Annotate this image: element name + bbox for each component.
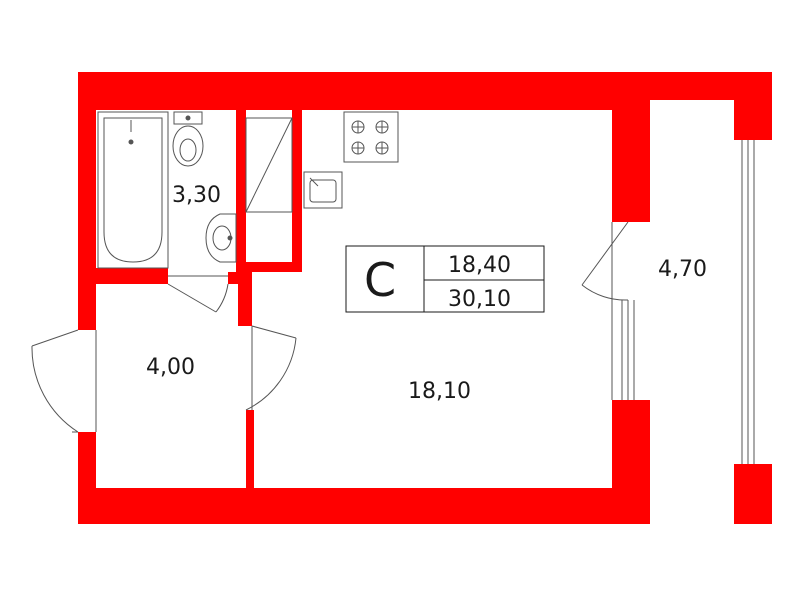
washbasin xyxy=(205,213,237,263)
bathroom-area-label: 3,30 xyxy=(172,183,221,208)
living-area-value: 18,40 xyxy=(448,253,511,278)
wall-partition-lower xyxy=(246,410,254,494)
room-door xyxy=(245,325,297,411)
wall-left-lower xyxy=(78,432,96,494)
apartment-badge: С 18,40 30,10 xyxy=(345,245,545,313)
ventilation-shaft xyxy=(245,117,293,213)
wall-bottom xyxy=(78,488,650,524)
total-area-value: 30,10 xyxy=(448,287,511,312)
wall-bathroom-divider xyxy=(236,110,246,284)
apartment-type-letter: С xyxy=(364,253,396,307)
stove xyxy=(343,111,399,163)
bathroom-door xyxy=(167,275,229,313)
wall-left-upper xyxy=(78,72,96,330)
wall-partition-upper xyxy=(238,272,252,326)
toilet xyxy=(172,111,204,167)
balcony-door xyxy=(581,221,635,400)
entrance-door xyxy=(31,329,97,433)
wall-right-upper xyxy=(612,72,650,222)
wall-balcony-pillar-top xyxy=(734,72,772,140)
bathtub xyxy=(97,111,169,269)
main-room-area-label: 18,10 xyxy=(408,379,471,404)
wall-shaft-bottom xyxy=(236,262,302,272)
balcony-area-label: 4,70 xyxy=(658,257,707,282)
wall-shaft-right xyxy=(292,110,302,272)
balcony-glazing xyxy=(741,140,755,464)
kitchen-sink xyxy=(303,171,343,209)
wall-top xyxy=(78,72,650,110)
wall-bathroom-bottom xyxy=(96,268,168,284)
hallway-area-label: 4,00 xyxy=(146,355,195,380)
wall-balcony-pillar-bottom xyxy=(734,464,772,524)
walls xyxy=(78,72,772,524)
wall-right-lower xyxy=(612,400,650,524)
